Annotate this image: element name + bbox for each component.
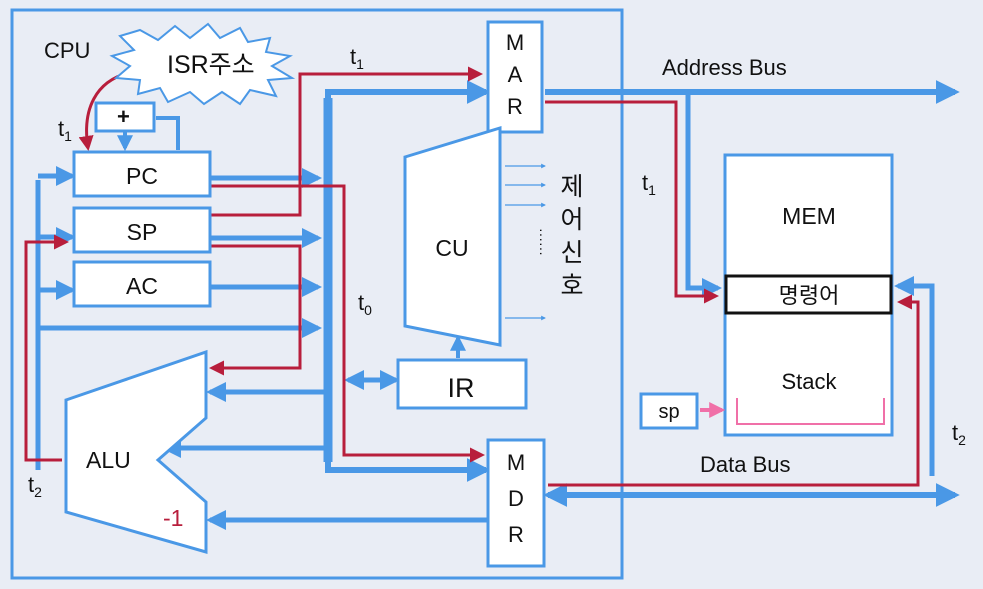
pc-label: PC xyxy=(126,163,158,189)
cpu-boundary xyxy=(10,8,624,580)
control-signal-arrows xyxy=(505,163,546,321)
isr-label: ISR주소 xyxy=(167,51,255,79)
address-bus-label: Address Bus xyxy=(662,55,787,80)
t2-right-label: t2 xyxy=(952,420,966,448)
t-letter: t xyxy=(358,290,364,315)
t-letter: t xyxy=(642,170,648,195)
stack-bracket xyxy=(736,398,885,425)
t0-label: t0 xyxy=(358,290,372,318)
instruction-cell xyxy=(724,274,893,315)
data-bus-label: Data Bus xyxy=(700,452,791,477)
subscript: 2 xyxy=(958,432,966,448)
t1-mem-label: t1 xyxy=(642,170,656,198)
control-signal-char: 호 xyxy=(560,272,583,300)
sp-pointer-label: sp xyxy=(658,401,679,423)
interrupt-paths xyxy=(24,66,920,487)
subscript: 2 xyxy=(34,484,42,500)
t1-mar-label: t1 xyxy=(350,44,364,72)
ac-label: AC xyxy=(126,273,158,299)
alu-label: ALU xyxy=(86,447,131,473)
mdr-letter: M xyxy=(507,450,525,475)
subscript: 0 xyxy=(364,302,372,318)
control-unit xyxy=(403,125,502,347)
mdr-register xyxy=(486,438,546,568)
control-signal-char: 신 xyxy=(560,239,583,267)
adder-label: + xyxy=(117,104,130,129)
subscript: 1 xyxy=(64,128,72,144)
mdr-letter: D xyxy=(508,486,524,511)
isr-starburst xyxy=(109,22,296,106)
mar-letter: A xyxy=(508,62,523,87)
subscript: 1 xyxy=(356,56,364,72)
mar-letter: R xyxy=(507,94,523,119)
t-letter: t xyxy=(58,116,64,141)
t1-pc-label: t1 xyxy=(58,116,72,144)
mdr-letter: R xyxy=(508,522,524,547)
minus-one-label: -1 xyxy=(163,505,183,531)
cpu-label: CPU xyxy=(44,38,90,63)
alu-unit xyxy=(64,349,208,554)
control-signal-char: 제 xyxy=(560,173,583,201)
pc-register xyxy=(72,150,212,198)
stack-label: Stack xyxy=(781,369,837,394)
sp-label: SP xyxy=(127,219,158,245)
control-signal-char: 어 xyxy=(560,206,583,234)
ir-label: IR xyxy=(448,373,475,403)
instruction-label: 명령어 xyxy=(779,283,840,308)
mar-letter: M xyxy=(506,30,524,55)
adder-box xyxy=(94,101,156,133)
ac-register xyxy=(72,260,212,308)
mem-label: MEM xyxy=(782,203,836,229)
t2-left-label: t2 xyxy=(28,472,42,500)
t-letter: t xyxy=(28,472,34,497)
mar-register xyxy=(486,20,544,134)
t-letter: t xyxy=(952,420,958,445)
subscript: 1 xyxy=(648,182,656,198)
cu-label: CU xyxy=(435,235,468,261)
t-letter: t xyxy=(350,44,356,69)
ir-register xyxy=(396,358,528,410)
cu-dots: ······ xyxy=(534,228,550,256)
sp-register xyxy=(72,206,212,254)
sp-pointer-box xyxy=(639,392,699,430)
